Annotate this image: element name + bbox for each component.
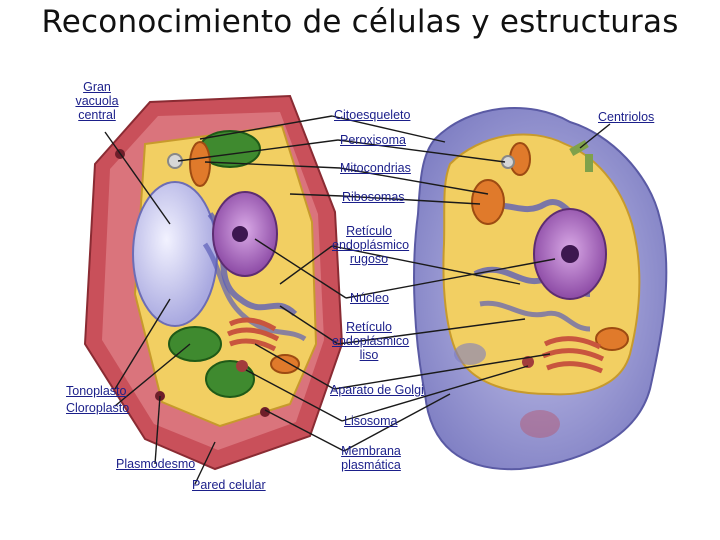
label-tonoplasto: Tonoplasto xyxy=(66,384,127,398)
label-pared-celular: Pared celular xyxy=(192,478,266,492)
label-golgi: Aparato de Golgi xyxy=(330,383,424,397)
cell-illustration xyxy=(83,94,668,485)
label-centriolos: Centriolos xyxy=(598,110,655,124)
label-gran-vacuola: Gran vacuola central xyxy=(75,80,119,122)
label-lisosoma: Lisosoma xyxy=(344,414,398,428)
label-peroxisoma: Peroxisoma xyxy=(340,133,406,147)
animal-mitochondria xyxy=(471,179,505,225)
label-ribosomas: Ribosomas xyxy=(342,190,405,204)
slide-title: Reconocimiento de células y estructuras xyxy=(41,4,679,40)
label-nucleo: Núcleo xyxy=(350,291,389,305)
plant-cell xyxy=(83,94,344,471)
leader-lines xyxy=(104,115,611,485)
cell-diagram: Gran vacuola central Citoesqueleto Perox… xyxy=(50,44,700,526)
label-plasmodesmo: Plasmodesmo xyxy=(116,457,196,471)
label-reticulo-liso: Retículo endoplásmico liso xyxy=(332,320,410,362)
label-reticulo-rugoso: Retículo endoplásmico rugoso xyxy=(332,224,410,266)
animal-cell xyxy=(413,107,668,471)
label-membrana: Membrana plasmática xyxy=(341,444,401,472)
label-mitocondrias: Mitocondrias xyxy=(340,161,411,175)
central-vacuole xyxy=(132,181,218,327)
label-citoesqueleto: Citoesqueleto xyxy=(334,108,411,122)
label-cloroplasto: Cloroplasto xyxy=(66,401,130,415)
plant-mitochondria xyxy=(189,141,211,187)
